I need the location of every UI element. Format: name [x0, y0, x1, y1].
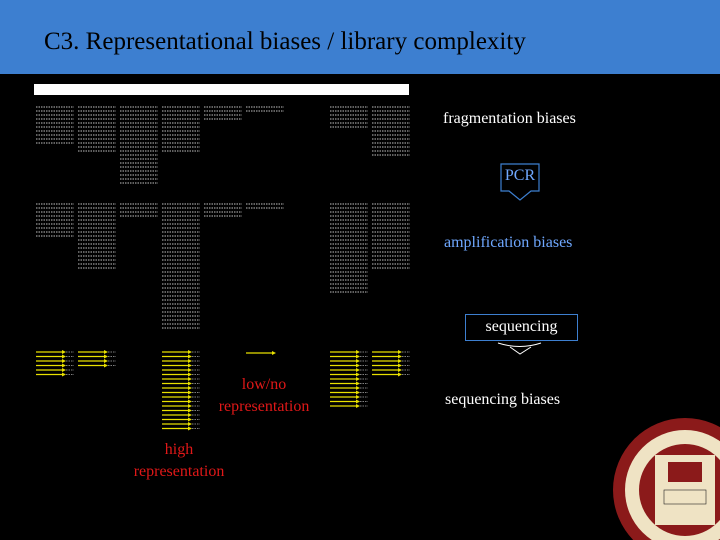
genome-bar: [34, 84, 409, 95]
pcr-box: PCR: [504, 167, 536, 184]
high-representation-label: high representation: [115, 439, 243, 483]
read-arrow-head: [188, 350, 192, 354]
read-arrow-head: [62, 368, 66, 372]
fragment-lines: [36, 106, 410, 329]
read-arrow-head: [104, 363, 108, 368]
read-arrow-head: [62, 372, 66, 377]
read-arrow-head: [62, 363, 66, 368]
read-arrow-head: [398, 363, 402, 368]
read-arrow-head: [356, 354, 360, 359]
read-arrow-head: [398, 368, 402, 372]
read-arrow-head: [188, 359, 192, 363]
read-arrow-head: [356, 399, 360, 404]
sequencing-funnel: [497, 342, 542, 355]
read-arrow-head: [356, 359, 360, 363]
read-arrow-head: [356, 395, 360, 399]
read-arrow-head: [62, 354, 66, 359]
read-arrow-head: [398, 350, 402, 354]
slide-title: C3. Representational biases / library co…: [44, 28, 526, 55]
read-arrow-head: [356, 363, 360, 368]
high-line1: high: [164, 441, 194, 458]
read-arrow-head: [104, 350, 108, 354]
read-arrow-head: [188, 377, 192, 381]
read-arrow-head: [272, 351, 276, 355]
read-arrow-head: [188, 399, 192, 404]
read-arrow-head: [356, 372, 360, 377]
read-arrow-head: [188, 408, 192, 413]
read-arrow-head: [188, 395, 192, 399]
low-no-line1: low/no: [241, 376, 287, 393]
read-arrow-head: [62, 350, 66, 354]
read-arrow-head: [188, 368, 192, 372]
read-arrow-head: [188, 363, 192, 368]
read-arrow-head: [188, 417, 192, 422]
read-arrow-head: [356, 377, 360, 381]
read-arrow-head: [188, 422, 192, 426]
low-no-line2: representation: [218, 398, 310, 415]
fragmentation-biases-label: fragmentation biases: [443, 110, 576, 127]
read-arrow-head: [188, 372, 192, 377]
read-arrow-head: [356, 381, 360, 386]
read-arrow-head: [356, 350, 360, 354]
read-arrow-head: [104, 359, 108, 363]
read-arrow-head: [62, 359, 66, 363]
read-arrow-head: [188, 390, 192, 395]
college-seal-logo: [613, 418, 720, 540]
read-arrow-head: [188, 404, 192, 408]
sequencing-step-box: sequencing: [465, 314, 578, 341]
read-arrow-head: [356, 390, 360, 395]
sequencing-arrows: [36, 350, 410, 431]
low-no-representation-label: low/no representation: [200, 374, 328, 418]
read-arrow-head: [398, 354, 402, 359]
amplification-biases-label: amplification biases: [444, 234, 573, 251]
read-arrow-head: [188, 354, 192, 359]
title-bar: [0, 0, 720, 74]
read-arrow-head: [188, 386, 192, 390]
read-arrow-head: [188, 426, 192, 431]
read-arrow-head: [104, 354, 108, 359]
read-arrow-head: [188, 381, 192, 386]
read-arrow-head: [398, 359, 402, 363]
read-arrow-head: [356, 386, 360, 390]
read-arrow-head: [356, 368, 360, 372]
pcr-funnel: [500, 163, 540, 201]
read-arrow-head: [356, 404, 360, 408]
read-arrow-head: [398, 372, 402, 377]
high-line2: representation: [133, 463, 225, 480]
read-arrow-head: [188, 413, 192, 417]
sequencing-biases-label: sequencing biases: [445, 391, 561, 408]
